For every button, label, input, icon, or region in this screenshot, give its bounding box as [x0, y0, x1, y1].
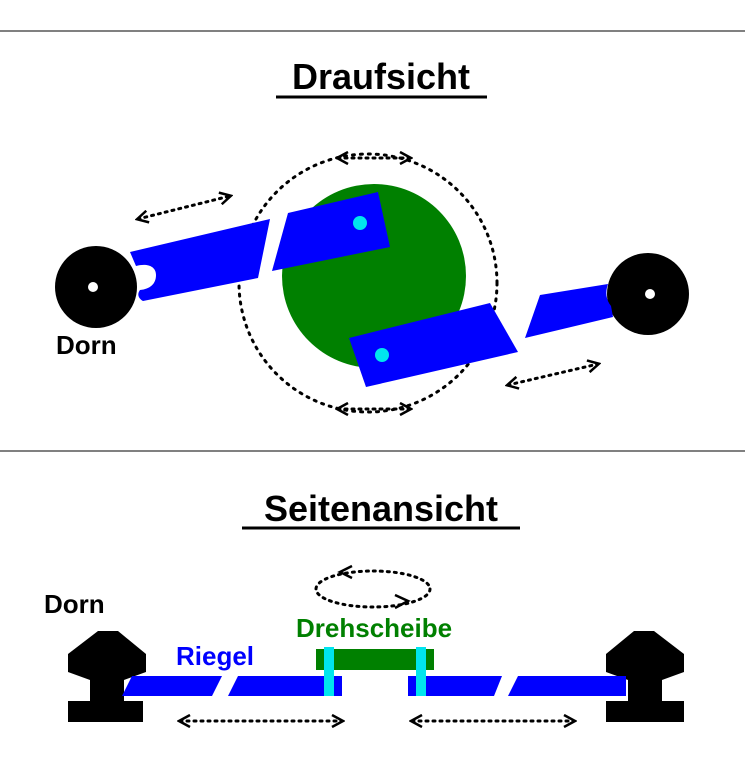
pin-side-right: [416, 647, 426, 696]
dorn-right-hole: [645, 289, 655, 299]
arrow-left-riegel: [138, 196, 230, 219]
drehscheibe-side: [316, 649, 434, 670]
dorn-label-top: Dorn: [56, 330, 117, 360]
dorn-right-side: [606, 631, 684, 722]
riegel-label: Riegel: [176, 641, 254, 671]
arrow-right-riegel: [508, 364, 598, 385]
top-view-title: Draufsicht: [292, 56, 470, 97]
dorn-left-side: [68, 631, 146, 722]
rotation-arrow-head-top: [337, 564, 353, 580]
dorn-label-side: Dorn: [44, 589, 105, 619]
riegel-side-3: [408, 676, 502, 696]
pin-side-left: [324, 647, 334, 696]
pin-left: [353, 216, 367, 230]
riegel-side-1: [122, 676, 222, 696]
drehscheibe-label: Drehscheibe: [296, 613, 452, 643]
riegel-right-inner: [349, 303, 518, 387]
rotation-ellipse: [314, 569, 432, 609]
riegel-side-4: [508, 676, 626, 696]
dorn-left-hole: [88, 282, 98, 292]
riegel-side-2: [228, 676, 342, 696]
side-view-title: Seitenansicht: [264, 488, 498, 529]
pin-right: [375, 348, 389, 362]
rotation-arrow-head-bottom: [394, 593, 411, 610]
riegel-left-outer: [130, 219, 270, 301]
riegel-left-inner: [272, 192, 390, 271]
riegel-right-outer: [525, 284, 613, 338]
